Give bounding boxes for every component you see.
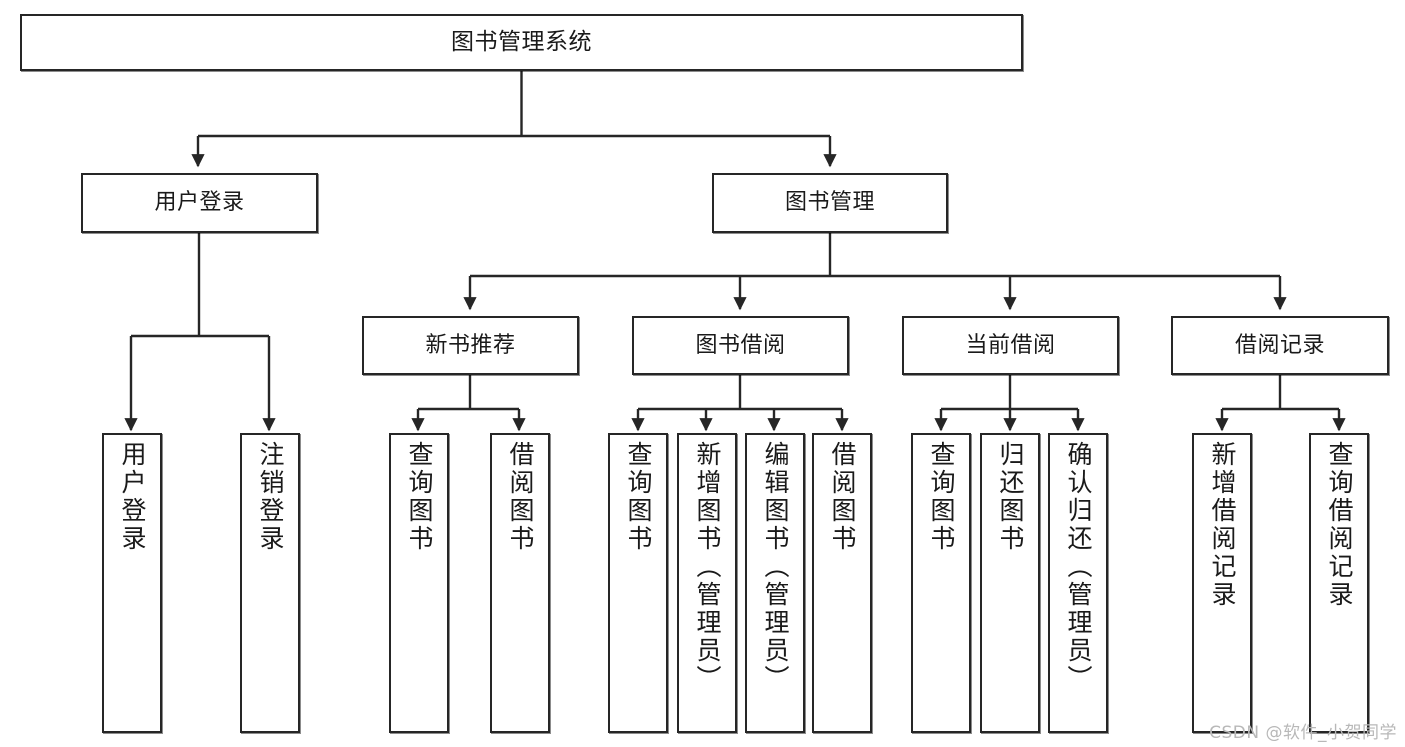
leaf-current-borrow-confirm-return[interactable]: 确认归还（管理员）: [1048, 433, 1108, 733]
node-label: 新书推荐: [425, 332, 516, 358]
node-label: 新增图书（管理员）: [693, 441, 722, 693]
node-book-management[interactable]: 图书管理: [712, 173, 948, 233]
node-label: 借阅图书: [506, 441, 535, 553]
leaf-book-borrow-add[interactable]: 新增图书（管理员）: [677, 433, 737, 733]
node-label: 图书借阅: [695, 332, 786, 358]
node-current-borrow[interactable]: 当前借阅: [902, 316, 1119, 375]
node-label: 查询图书: [927, 441, 956, 553]
node-label: 用户登录: [154, 190, 245, 216]
leaf-borrow-record-add[interactable]: 新增借阅记录: [1192, 433, 1252, 733]
leaf-book-borrow-query[interactable]: 查询图书: [608, 433, 668, 733]
node-label: 当前借阅: [965, 332, 1056, 358]
node-label: 确认归还（管理员）: [1064, 441, 1093, 693]
leaf-user-login-login[interactable]: 用户登录: [102, 433, 162, 733]
node-root-book-management-system[interactable]: 图书管理系统: [20, 14, 1023, 71]
node-user-login[interactable]: 用户登录: [81, 173, 318, 233]
leaf-new-book-query[interactable]: 查询图书: [389, 433, 449, 733]
node-label: 查询图书: [624, 441, 653, 553]
leaf-book-borrow-borrow[interactable]: 借阅图书: [812, 433, 872, 733]
leaf-current-borrow-query[interactable]: 查询图书: [911, 433, 971, 733]
leaf-borrow-record-query[interactable]: 查询借阅记录: [1309, 433, 1369, 733]
node-label: 借阅记录: [1234, 332, 1325, 358]
leaf-book-borrow-edit[interactable]: 编辑图书（管理员）: [745, 433, 805, 733]
leaf-user-login-logout[interactable]: 注销登录: [240, 433, 300, 733]
node-label: 编辑图书（管理员）: [761, 441, 790, 693]
leaf-current-borrow-return[interactable]: 归还图书: [980, 433, 1040, 733]
node-label: 借阅图书: [828, 441, 857, 553]
node-label: 图书管理: [784, 190, 875, 216]
leaf-new-book-borrow[interactable]: 借阅图书: [490, 433, 550, 733]
watermark-text: CSDN @软件_小贺同学: [1209, 723, 1397, 743]
node-label: 新增借阅记录: [1208, 441, 1237, 609]
node-label: 查询图书: [405, 441, 434, 553]
node-label: 用户登录: [118, 441, 147, 553]
node-label: 注销登录: [256, 441, 285, 553]
node-label: 查询借阅记录: [1325, 441, 1354, 609]
node-label: 图书管理系统: [451, 28, 592, 55]
node-label: 归还图书: [996, 441, 1025, 553]
node-borrow-record[interactable]: 借阅记录: [1171, 316, 1389, 375]
node-book-borrow[interactable]: 图书借阅: [632, 316, 849, 375]
node-new-book-recommend[interactable]: 新书推荐: [362, 316, 579, 375]
